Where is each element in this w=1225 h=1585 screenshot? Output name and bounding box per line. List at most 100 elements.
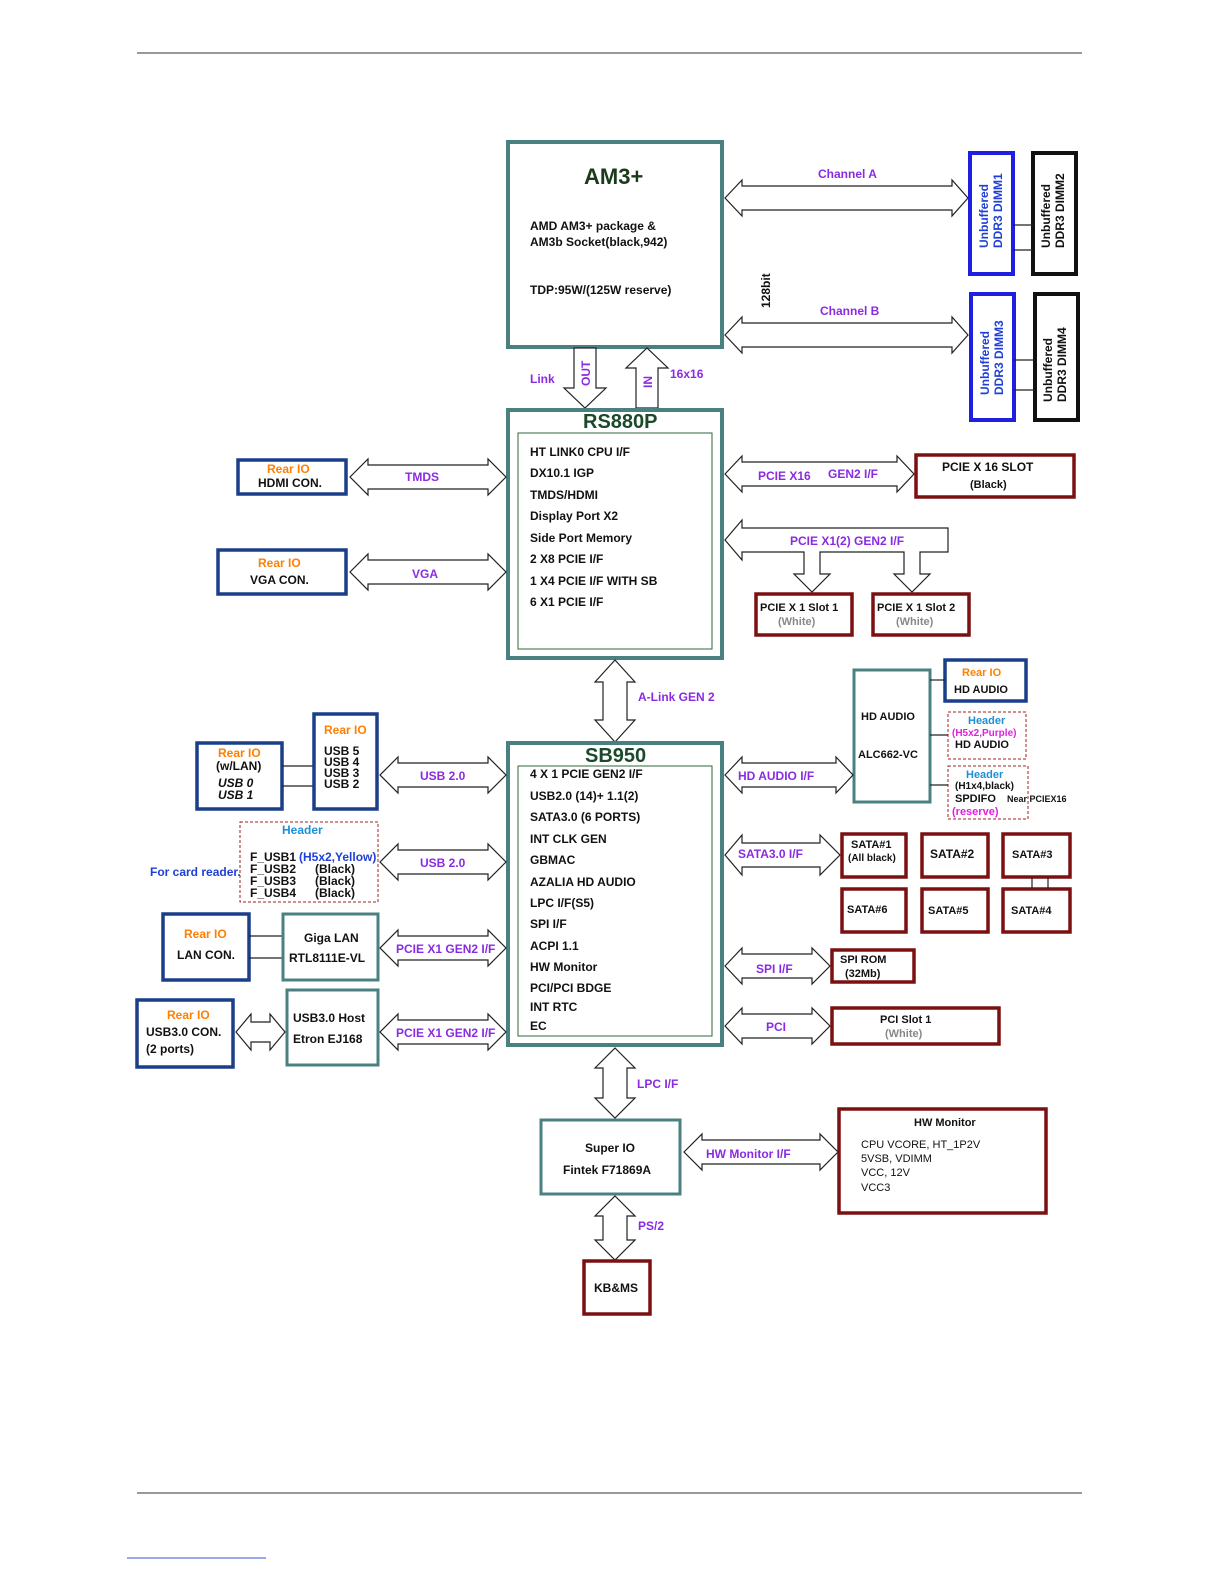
spi-rom-size: (32Mb) <box>845 968 881 980</box>
ht-link-label: Link <box>530 372 555 386</box>
pcie1-bus-label: PCIE X1(2) GEN2 I/F <box>790 534 904 548</box>
audio-header1-title: Header <box>968 715 1006 727</box>
nb-feature: 2 X8 PCIE I/F <box>530 552 603 566</box>
northbridge-title: RS880P <box>583 411 658 433</box>
usb3-bus-label: PCIE X1 GEN2 I/F <box>396 1026 495 1040</box>
nb-feature: 1 X4 PCIE I/F WITH SB <box>530 574 658 588</box>
usb3-host-label2: Etron EJ168 <box>293 1032 363 1046</box>
superio-label1: Super IO <box>585 1141 635 1155</box>
usb-header-bus-label: USB 2.0 <box>420 856 466 870</box>
usb3-ports: (2 ports) <box>146 1042 194 1056</box>
sata3-label: SATA#3 <box>1012 849 1053 861</box>
alink-label: A-Link GEN 2 <box>638 690 715 704</box>
vga-rear-label: Rear IO <box>258 556 301 570</box>
usb-rear-bus-label: USB 2.0 <box>420 769 466 783</box>
audio-header1-name: HD AUDIO <box>955 739 1009 751</box>
nb-feature: DX10.1 IGP <box>530 466 594 480</box>
spi-bus-label: SPI I/F <box>756 962 793 976</box>
spi-rom: SPI ROM (32Mb) <box>830 948 916 984</box>
dimm2: Unbuffered DDR3 DIMM2 <box>1031 151 1078 276</box>
audio-header1-sub: (H5x2,Purple) <box>952 728 1016 739</box>
hwmon-title: HW Monitor <box>914 1117 976 1129</box>
audio-header2-reserve: (reserve) <box>952 806 999 818</box>
bus-width-label: 128bit <box>759 273 773 308</box>
lpc-label: LPC I/F <box>637 1077 678 1091</box>
sb-feature: 4 X 1 PCIE GEN2 I/F <box>530 767 643 781</box>
hw-monitor: HW Monitor CPU VCORE, HT_1P2V 5VSB, VDIM… <box>837 1107 1048 1215</box>
ps2-label: PS/2 <box>638 1219 664 1233</box>
sata5-label: SATA#5 <box>928 905 969 917</box>
ht-out-arrow <box>562 347 608 409</box>
hwmon-line2: 5VSB, VDIMM <box>861 1153 932 1165</box>
pcie1-slot2: PCIE X 1 Slot 2 (White) <box>871 592 971 637</box>
f-usb4-color: (Black) <box>315 886 355 900</box>
cpu-block: AM3+ AMD AM3+ package & AM3b Socket(blac… <box>506 140 724 349</box>
dimm2-label1: Unbuffered <box>1039 184 1053 248</box>
dimm2-label2: DDR3 DIMM2 <box>1053 173 1067 248</box>
audio-header2-title: Header <box>966 769 1004 781</box>
spi-rom-name: SPI ROM <box>840 954 886 966</box>
tmds-arrow <box>349 457 507 497</box>
sb-feature: AZALIA HD AUDIO <box>530 875 636 889</box>
lpc-arrow <box>593 1047 637 1119</box>
pcie1-arrow <box>724 518 949 593</box>
cpu-title: AM3+ <box>584 164 643 189</box>
sb-feature: SPI I/F <box>530 917 567 931</box>
pcie16-bus-label: PCIE X16 <box>758 469 811 483</box>
sb-feature: SATA3.0 (6 PORTS) <box>530 810 640 824</box>
hd-audio-bus-label: HD AUDIO I/F <box>738 769 814 783</box>
dimm3: Unbuffered DDR3 DIMM3 <box>969 292 1016 422</box>
pci-slot-sub: (White) <box>885 1028 923 1040</box>
usb3-con-arrow <box>235 1012 286 1052</box>
sb-feature: HW Monitor <box>530 960 598 974</box>
f-usb4-label: F_USB4 <box>250 886 296 900</box>
alink-arrow <box>593 659 637 743</box>
vga-connector: Rear IO VGA CON. <box>216 548 348 596</box>
kb-ms: KB&MS <box>582 1259 652 1316</box>
audio-header2: Header (H1x4,black) SPDIFO Near PCIEX16 … <box>947 765 1067 820</box>
f-usb2-color: (Black) <box>315 862 355 876</box>
usb-rear-stack: Rear IO USB 5 USB 4 USB 3 USB 2 <box>312 712 379 811</box>
channel-b-label: Channel B <box>820 304 880 318</box>
usb-header-title: Header <box>282 823 323 837</box>
lan-rear-io: Rear IO LAN CON. <box>161 912 251 982</box>
hdmi-rear-label: Rear IO <box>267 462 310 476</box>
northbridge-block: RS880P HT LINK0 CPU I/F DX10.1 IGP TMDS/… <box>506 408 724 660</box>
cpu-line1: AMD AM3+ package & <box>530 219 656 233</box>
sata5: SATA#5 <box>920 887 990 934</box>
nb-feature: HT LINK0 CPU I/F <box>530 445 630 459</box>
superio-label2: Fintek F71869A <box>563 1163 651 1177</box>
usb-rear-arrow <box>379 755 507 795</box>
sata4: SATA#4 <box>1001 887 1072 934</box>
pci-bus-label: PCI <box>766 1020 786 1034</box>
pcie16-arrow <box>724 454 915 494</box>
pcie1-slot1-name: PCIE X 1 Slot 1 <box>760 602 838 614</box>
usb2-label: USB 2 <box>324 777 360 791</box>
tmds-label: TMDS <box>405 470 439 484</box>
card-reader-note: For card reader. <box>150 865 241 879</box>
lan-bus-label: PCIE X1 GEN2 I/F <box>396 942 495 956</box>
kbms-label: KB&MS <box>594 1281 638 1295</box>
usb1-label: USB 1 <box>218 788 254 802</box>
sata2: SATA#2 <box>920 832 990 879</box>
pcie16-gen-label: GEN2 I/F <box>828 467 878 481</box>
lan-arrow <box>379 928 507 968</box>
hwmon-line4: VCC3 <box>861 1182 890 1194</box>
sata1-label: SATA#1 <box>851 839 892 851</box>
pcie16-slot: PCIE X 16 SLOT (Black) <box>914 453 1076 499</box>
pci-arrow <box>724 1006 831 1046</box>
sata-bus-label: SATA3.0 I/F <box>738 847 803 861</box>
dimm1-label2: DDR3 DIMM1 <box>991 173 1005 248</box>
usb-rear-lan: Rear IO (w/LAN) USB 0 USB 1 <box>195 741 284 811</box>
sata4-label: SATA#4 <box>1011 905 1052 917</box>
channel-b-arrow <box>724 315 969 355</box>
sata6: SATA#6 <box>840 887 908 934</box>
sata3: SATA#3 <box>1001 832 1072 879</box>
audio-codec-label1: HD AUDIO <box>861 711 915 723</box>
pcie16-slot-sub: (Black) <box>970 479 1007 491</box>
sb-feature: USB2.0 (14)+ 1.1(2) <box>530 789 638 803</box>
audio-header2-name: SPDIFO <box>955 793 996 805</box>
f-usb2-label: F_USB2 <box>250 862 296 876</box>
nb-feature: Side Port Memory <box>530 531 632 545</box>
